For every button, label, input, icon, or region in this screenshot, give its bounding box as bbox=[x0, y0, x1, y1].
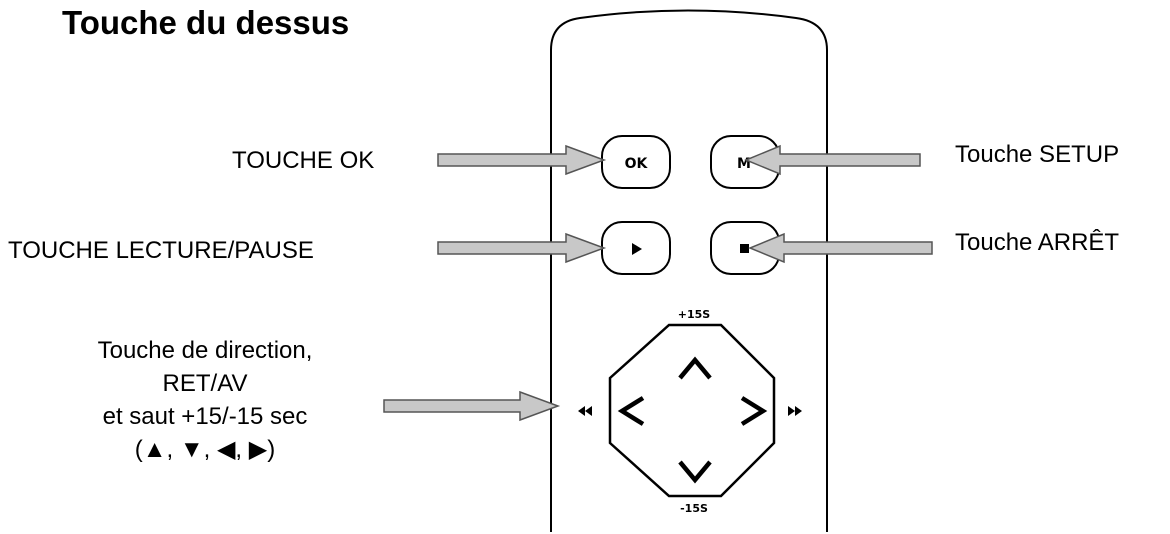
arrow-to-stop-key bbox=[748, 232, 933, 264]
arrow-to-ok-key bbox=[437, 144, 607, 176]
arrow-to-menu-key bbox=[744, 144, 921, 176]
callout-play-pause-key: TOUCHE LECTURE/PAUSE bbox=[8, 237, 314, 264]
direction-pad[interactable] bbox=[608, 323, 776, 498]
callout-direction-keys: Touche de direction, RET/AV et saut +15/… bbox=[40, 334, 370, 466]
plus-15s-label: +15S bbox=[678, 308, 711, 321]
minus-15s-label: -15S bbox=[680, 502, 708, 515]
arrow-to-play-pause-key bbox=[437, 232, 607, 264]
chevron-left-icon[interactable] bbox=[617, 396, 645, 426]
callout-direction-line-4: (▲, ▼, ◀, ▶) bbox=[134, 436, 276, 463]
callout-setup-key: Touche SETUP bbox=[955, 141, 1120, 168]
play-pause-key[interactable] bbox=[601, 221, 671, 275]
stop-icon bbox=[740, 244, 749, 253]
play-icon bbox=[632, 243, 642, 255]
ok-key-label: OK bbox=[625, 156, 649, 172]
callout-direction-line-3: et saut +15/-15 sec bbox=[102, 403, 308, 430]
fast-forward-icon bbox=[788, 406, 802, 416]
arrow-to-direction-pad bbox=[383, 390, 561, 422]
callout-direction-line-2: RET/AV bbox=[162, 370, 248, 397]
page-title: Touche du dessus bbox=[62, 4, 350, 41]
chevron-right-icon[interactable] bbox=[740, 396, 768, 426]
chevron-up-icon[interactable] bbox=[678, 356, 712, 380]
callout-ok-key: TOUCHE OK bbox=[232, 147, 375, 174]
chevron-down-icon[interactable] bbox=[678, 460, 712, 484]
callout-direction-line-1: Touche de direction, bbox=[97, 337, 313, 364]
callout-stop-key: Touche ARRÊT bbox=[955, 229, 1120, 256]
ok-key[interactable]: OK bbox=[601, 135, 671, 189]
rewind-icon bbox=[578, 406, 592, 416]
